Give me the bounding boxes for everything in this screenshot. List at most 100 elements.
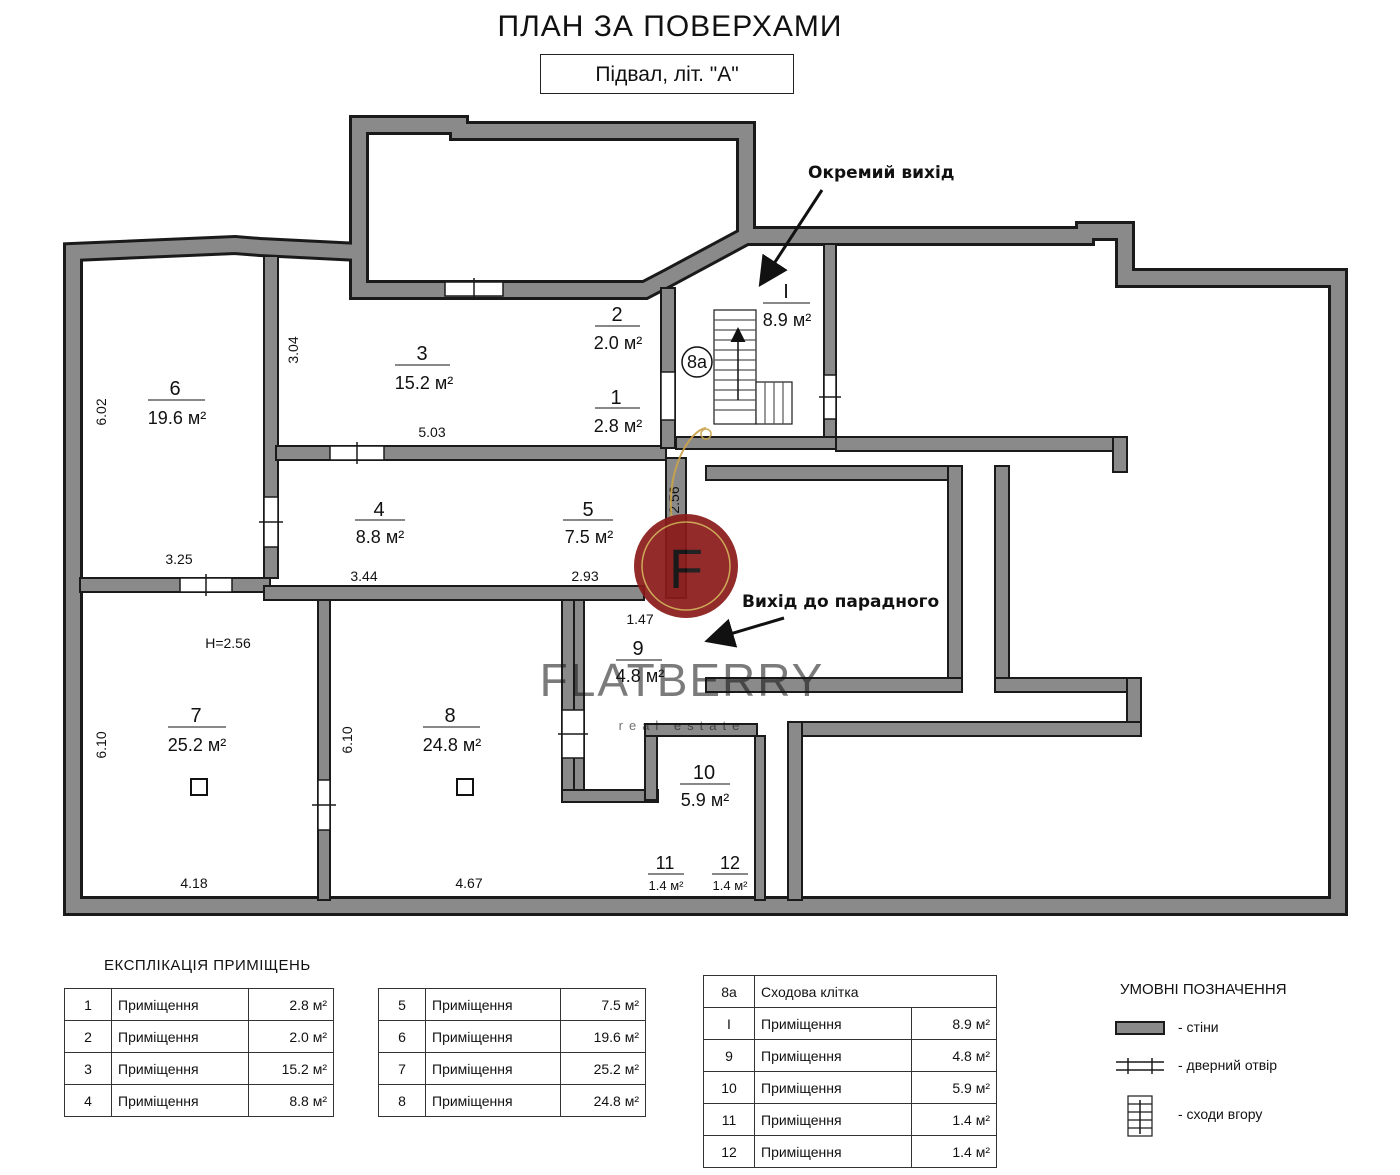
dim-2-93: 2.93 <box>571 568 598 584</box>
dim-3-04: 3.04 <box>285 336 301 363</box>
stair-marker-label: 8а <box>687 352 708 372</box>
row-name: Приміщення <box>753 1007 913 1040</box>
legend-symbols <box>1115 1021 1165 1137</box>
row-num: 1 <box>64 988 112 1021</box>
row-area: 8.9 м² <box>911 1007 997 1040</box>
door-openings <box>179 278 841 831</box>
legend-stairs-symbol <box>1127 1095 1153 1137</box>
watermark-brand: FLATBERRY <box>540 654 825 706</box>
room-3-area: 15.2 м² <box>395 373 453 393</box>
room-9-number: 9 <box>632 638 643 660</box>
room-2-number: 2 <box>611 304 622 326</box>
room-10-number: 10 <box>693 762 715 784</box>
row-name: Приміщення <box>424 1020 562 1053</box>
row-area: 25.2 м² <box>560 1052 646 1085</box>
row-area: 5.9 м² <box>911 1071 997 1104</box>
room-12-number: 12 <box>720 853 740 873</box>
room-7-area: 25.2 м² <box>168 735 226 755</box>
room-2-area: 2.0 м² <box>594 333 642 353</box>
room-4-area: 8.8 м² <box>356 527 404 547</box>
plan-subtitle: Підвал, літ. "А" <box>540 54 794 94</box>
front-exit-arrow <box>704 616 785 648</box>
legend-stairs-label: - сходи вгору <box>1178 1106 1263 1122</box>
dim-3-44: 3.44 <box>350 568 377 584</box>
row-name: Приміщення <box>111 1052 249 1085</box>
dim-5-03: 5.03 <box>418 424 445 440</box>
row-name: Приміщення <box>753 1135 913 1168</box>
legend-title: УМОВНІ ПОЗНАЧЕННЯ <box>1120 981 1287 998</box>
row-name: Приміщення <box>424 988 562 1021</box>
room-labels: 2 2.0 м² 3 15.2 м² 1 2.8 м² 6 19.6 м² 4 … <box>148 281 811 893</box>
room-7-number: 7 <box>190 705 201 727</box>
room-6-number: 6 <box>169 378 180 400</box>
room-10-area: 5.9 м² <box>681 790 729 810</box>
logo-letter: F <box>669 537 703 600</box>
row-num: 10 <box>703 1071 755 1104</box>
row-num: 6 <box>378 1020 426 1053</box>
row-num: 7 <box>378 1052 426 1085</box>
room-I-area: 8.9 м² <box>763 310 811 330</box>
row-num: 8а <box>703 975 755 1008</box>
row-area: 4.8 м² <box>911 1039 997 1072</box>
walls <box>63 115 1348 916</box>
row-name: Приміщення <box>424 1052 562 1085</box>
legend-walls-label: - стіни <box>1178 1019 1219 1035</box>
row-area: 7.5 м² <box>560 988 646 1021</box>
legend-wall-swatch <box>1115 1021 1165 1035</box>
legend-door-label: - дверний отвір <box>1178 1057 1278 1073</box>
dimension-labels: 3.04 5.03 6.02 3.25 3.44 2.93 2.56 1.47 … <box>93 336 682 891</box>
dim-6-02: 6.02 <box>93 398 109 425</box>
row-num: 12 <box>703 1135 755 1168</box>
row-area: 15.2 м² <box>247 1052 335 1085</box>
row-num: 5 <box>378 988 426 1021</box>
separate-exit-arrow <box>758 189 824 288</box>
dim-1-47: 1.47 <box>626 611 653 627</box>
ceiling-height: H=2.56 <box>205 635 251 651</box>
row-area: 1.4 м² <box>911 1135 997 1168</box>
explication-title: ЕКСПЛІКАЦІЯ ПРИМІЩЕНЬ <box>104 957 311 974</box>
row-name: Приміщення <box>753 1071 913 1104</box>
plan-title: ПЛАН ЗА ПОВЕРХАМИ <box>497 10 843 43</box>
room-5-area: 7.5 м² <box>565 527 613 547</box>
room-11-area: 1.4 м² <box>649 878 685 893</box>
room-1-number: 1 <box>610 387 621 409</box>
room-3-number: 3 <box>416 343 427 365</box>
row-name: Приміщення <box>753 1103 913 1136</box>
room-8-number: 8 <box>444 705 455 727</box>
room-4-number: 4 <box>373 499 384 521</box>
column-marker <box>190 778 208 796</box>
room-I-number: I <box>783 281 789 303</box>
row-num: 2 <box>64 1020 112 1053</box>
row-num: 11 <box>703 1103 755 1136</box>
row-num: 3 <box>64 1052 112 1085</box>
room-1-area: 2.8 м² <box>594 416 642 436</box>
row-num: 9 <box>703 1039 755 1072</box>
dim-2-56: 2.56 <box>666 486 682 513</box>
room-9-area: 4.8 м² <box>616 666 664 686</box>
stair-marker-circle <box>681 346 713 378</box>
room-6-area: 19.6 м² <box>148 408 206 428</box>
row-area: 2.8 м² <box>247 988 335 1021</box>
row-num: 8 <box>378 1084 426 1117</box>
row-name: Приміщення <box>111 1084 249 1117</box>
row-area: 19.6 м² <box>560 1020 646 1053</box>
row-area: 8.8 м² <box>247 1084 335 1117</box>
dim-4-18: 4.18 <box>180 875 207 891</box>
dim-6-10-left: 6.10 <box>93 731 109 758</box>
room-5-number: 5 <box>582 499 593 521</box>
row-name: Приміщення <box>111 1020 249 1053</box>
row-name: Приміщення <box>111 988 249 1021</box>
row-area: 2.0 м² <box>247 1020 335 1053</box>
